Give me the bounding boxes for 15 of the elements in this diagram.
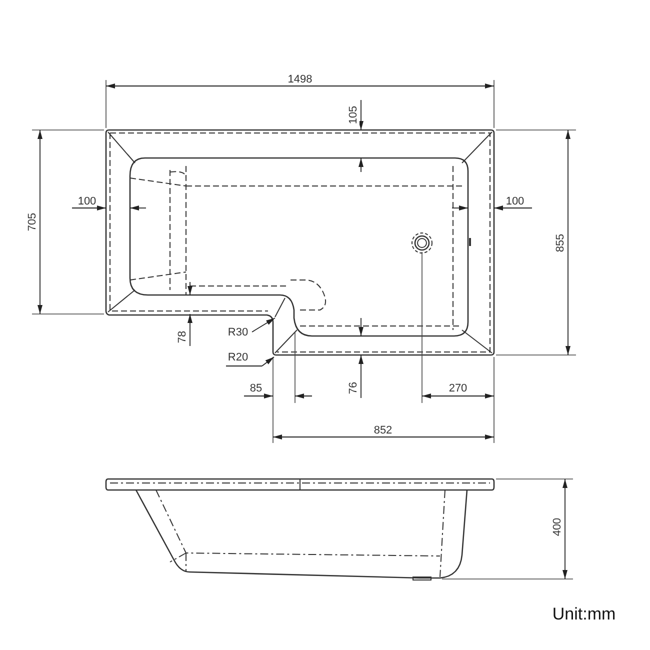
dimension-value: 100 bbox=[504, 196, 526, 208]
dimension-value: 78 bbox=[178, 330, 188, 344]
dimension-value: 105 bbox=[348, 104, 360, 126]
dimension-value: 85 bbox=[248, 384, 264, 394]
dimension-value: 100 bbox=[76, 196, 98, 208]
dimension-value: 1498 bbox=[286, 74, 314, 86]
radius-value: R20 bbox=[226, 352, 250, 364]
radius-value: R30 bbox=[226, 328, 250, 338]
dimension-value: 76 bbox=[348, 380, 360, 396]
dimension-value: 855 bbox=[556, 232, 566, 254]
dimension-value: 852 bbox=[372, 426, 394, 436]
dimension-value: 270 bbox=[448, 384, 468, 394]
dimension-value: 705 bbox=[28, 212, 38, 232]
unit-note: Unit:mm bbox=[551, 606, 617, 622]
dimension-value: 400 bbox=[552, 516, 564, 538]
